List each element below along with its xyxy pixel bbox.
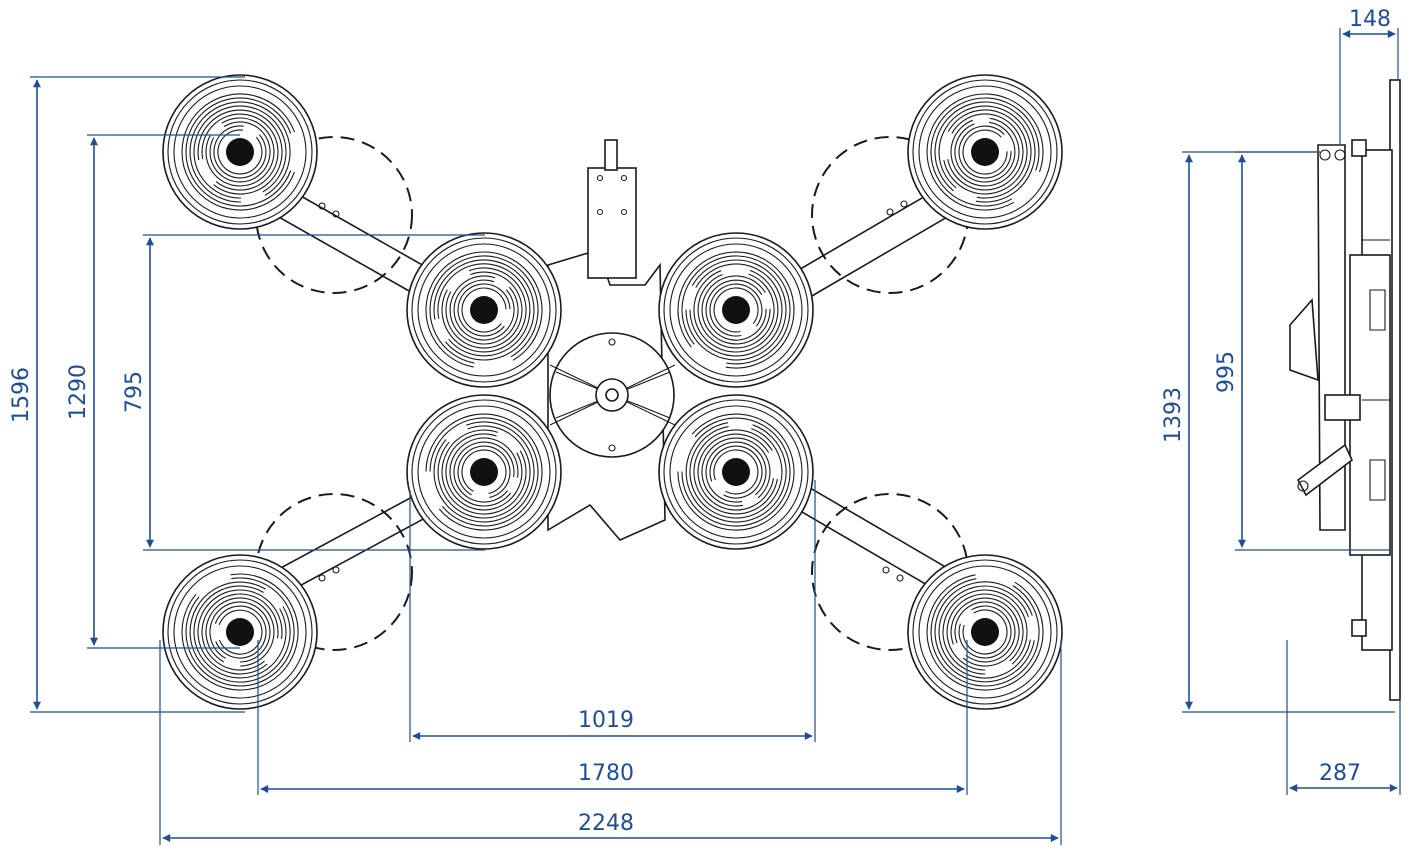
pad-hub bbox=[971, 138, 999, 166]
suction-pad bbox=[907, 74, 1063, 230]
dim-label-1780: 1780 bbox=[578, 761, 634, 786]
pad-hub bbox=[226, 618, 254, 646]
dim-label-2248: 2248 bbox=[578, 811, 634, 836]
suction-pad bbox=[406, 394, 562, 550]
side-view bbox=[1289, 79, 1401, 701]
suction-pad bbox=[162, 74, 318, 230]
pad-hub bbox=[722, 296, 750, 324]
central-frame bbox=[547, 139, 676, 541]
pad-hub bbox=[226, 138, 254, 166]
dimension-lines bbox=[30, 28, 1401, 845]
dim-label-795: 795 bbox=[122, 371, 147, 413]
pad-hub bbox=[470, 296, 498, 324]
suction-pad bbox=[907, 554, 1063, 710]
suction-pad bbox=[162, 554, 318, 710]
pad-hub bbox=[722, 458, 750, 486]
dim-label-1019: 1019 bbox=[578, 708, 634, 733]
dimension-labels: 1596 1290 795 1019 1780 2248 1393 995 14… bbox=[9, 7, 1391, 836]
dim-label-148: 148 bbox=[1349, 7, 1391, 32]
suction-pad bbox=[658, 394, 814, 550]
dim-label-1393: 1393 bbox=[1161, 387, 1186, 443]
pad-hub bbox=[971, 618, 999, 646]
front-view bbox=[162, 74, 1063, 710]
suction-pad bbox=[406, 232, 562, 388]
pad-hub bbox=[470, 458, 498, 486]
suction-pad bbox=[658, 232, 814, 388]
dim-label-1290: 1290 bbox=[66, 364, 91, 420]
suction-pads bbox=[162, 74, 1063, 710]
dim-label-1596: 1596 bbox=[9, 367, 34, 423]
dim-label-995: 995 bbox=[1214, 351, 1239, 393]
dim-label-287: 287 bbox=[1319, 761, 1361, 786]
